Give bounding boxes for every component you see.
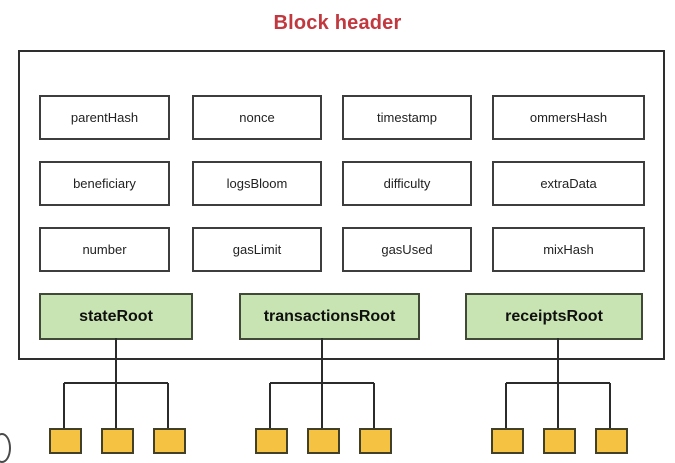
receipts-root-leaf-node <box>543 428 576 454</box>
field-parent-hash: parentHash <box>39 95 170 140</box>
field-beneficiary: beneficiary <box>39 161 170 206</box>
transactions-root-box: transactionsRoot <box>239 293 420 340</box>
field-extra-data: extraData <box>492 161 645 206</box>
transactions-root-leaf-node <box>255 428 288 454</box>
state-root-leaf-node <box>49 428 82 454</box>
field-difficulty: difficulty <box>342 161 472 206</box>
field-number: number <box>39 227 170 272</box>
state-root-leaf-node <box>153 428 186 454</box>
cropped-edge-glyph <box>0 433 11 463</box>
field-gas-limit: gasLimit <box>192 227 322 272</box>
diagram-title: Block header <box>273 12 402 34</box>
state-root-leaf-node <box>101 428 134 454</box>
field-ommers-hash: ommersHash <box>492 95 645 140</box>
transactions-root-leaf-node <box>359 428 392 454</box>
field-mix-hash: mixHash <box>492 227 645 272</box>
field-logs-bloom: logsBloom <box>192 161 322 206</box>
transactions-root-leaf-node <box>307 428 340 454</box>
receipts-root-leaf-node <box>491 428 524 454</box>
receipts-root-box: receiptsRoot <box>465 293 643 340</box>
receipts-root-leaf-node <box>595 428 628 454</box>
field-timestamp: timestamp <box>342 95 472 140</box>
state-root-box: stateRoot <box>39 293 193 340</box>
field-nonce: nonce <box>192 95 322 140</box>
field-gas-used: gasUsed <box>342 227 472 272</box>
